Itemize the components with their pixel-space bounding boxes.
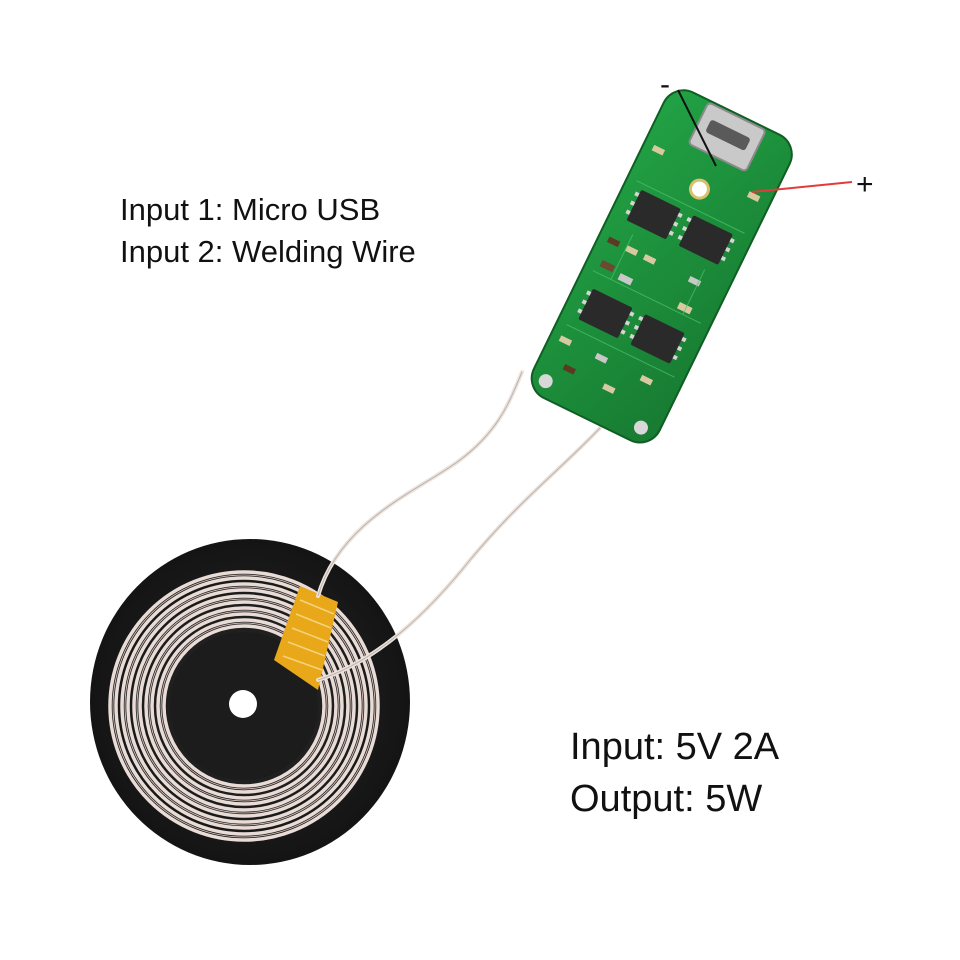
negative-terminal-label: - [660,68,670,101]
negative-terminal-leader [677,89,717,167]
power-spec-caption: Input: 5V 2A Output: 5W [570,726,779,830]
coil-center-hole [229,690,257,718]
ic-chip [578,190,733,364]
silkscreen-traces [566,180,745,378]
coil-solder-pad [633,420,648,435]
input-2-label: Input 2: Welding Wire [120,234,416,269]
input-options-caption: Input 1: Micro USB Input 2: Welding Wire [120,192,416,276]
coil-solder-pad [538,374,553,389]
induction-coil [108,570,380,842]
kapton-tape [274,586,338,690]
mounting-hole [688,178,710,200]
input-spec-label: Input: 5V 2A [570,726,780,768]
smd-components [558,144,761,394]
positive-terminal-label: + [856,168,874,201]
coil-winding-shading [112,574,376,838]
output-spec-label: Output: 5W [570,778,763,820]
positive-terminal-leader [751,181,853,193]
input-1-label: Input 1: Micro USB [120,192,381,227]
micro-usb-port [688,102,766,172]
pcb-board [530,89,793,444]
